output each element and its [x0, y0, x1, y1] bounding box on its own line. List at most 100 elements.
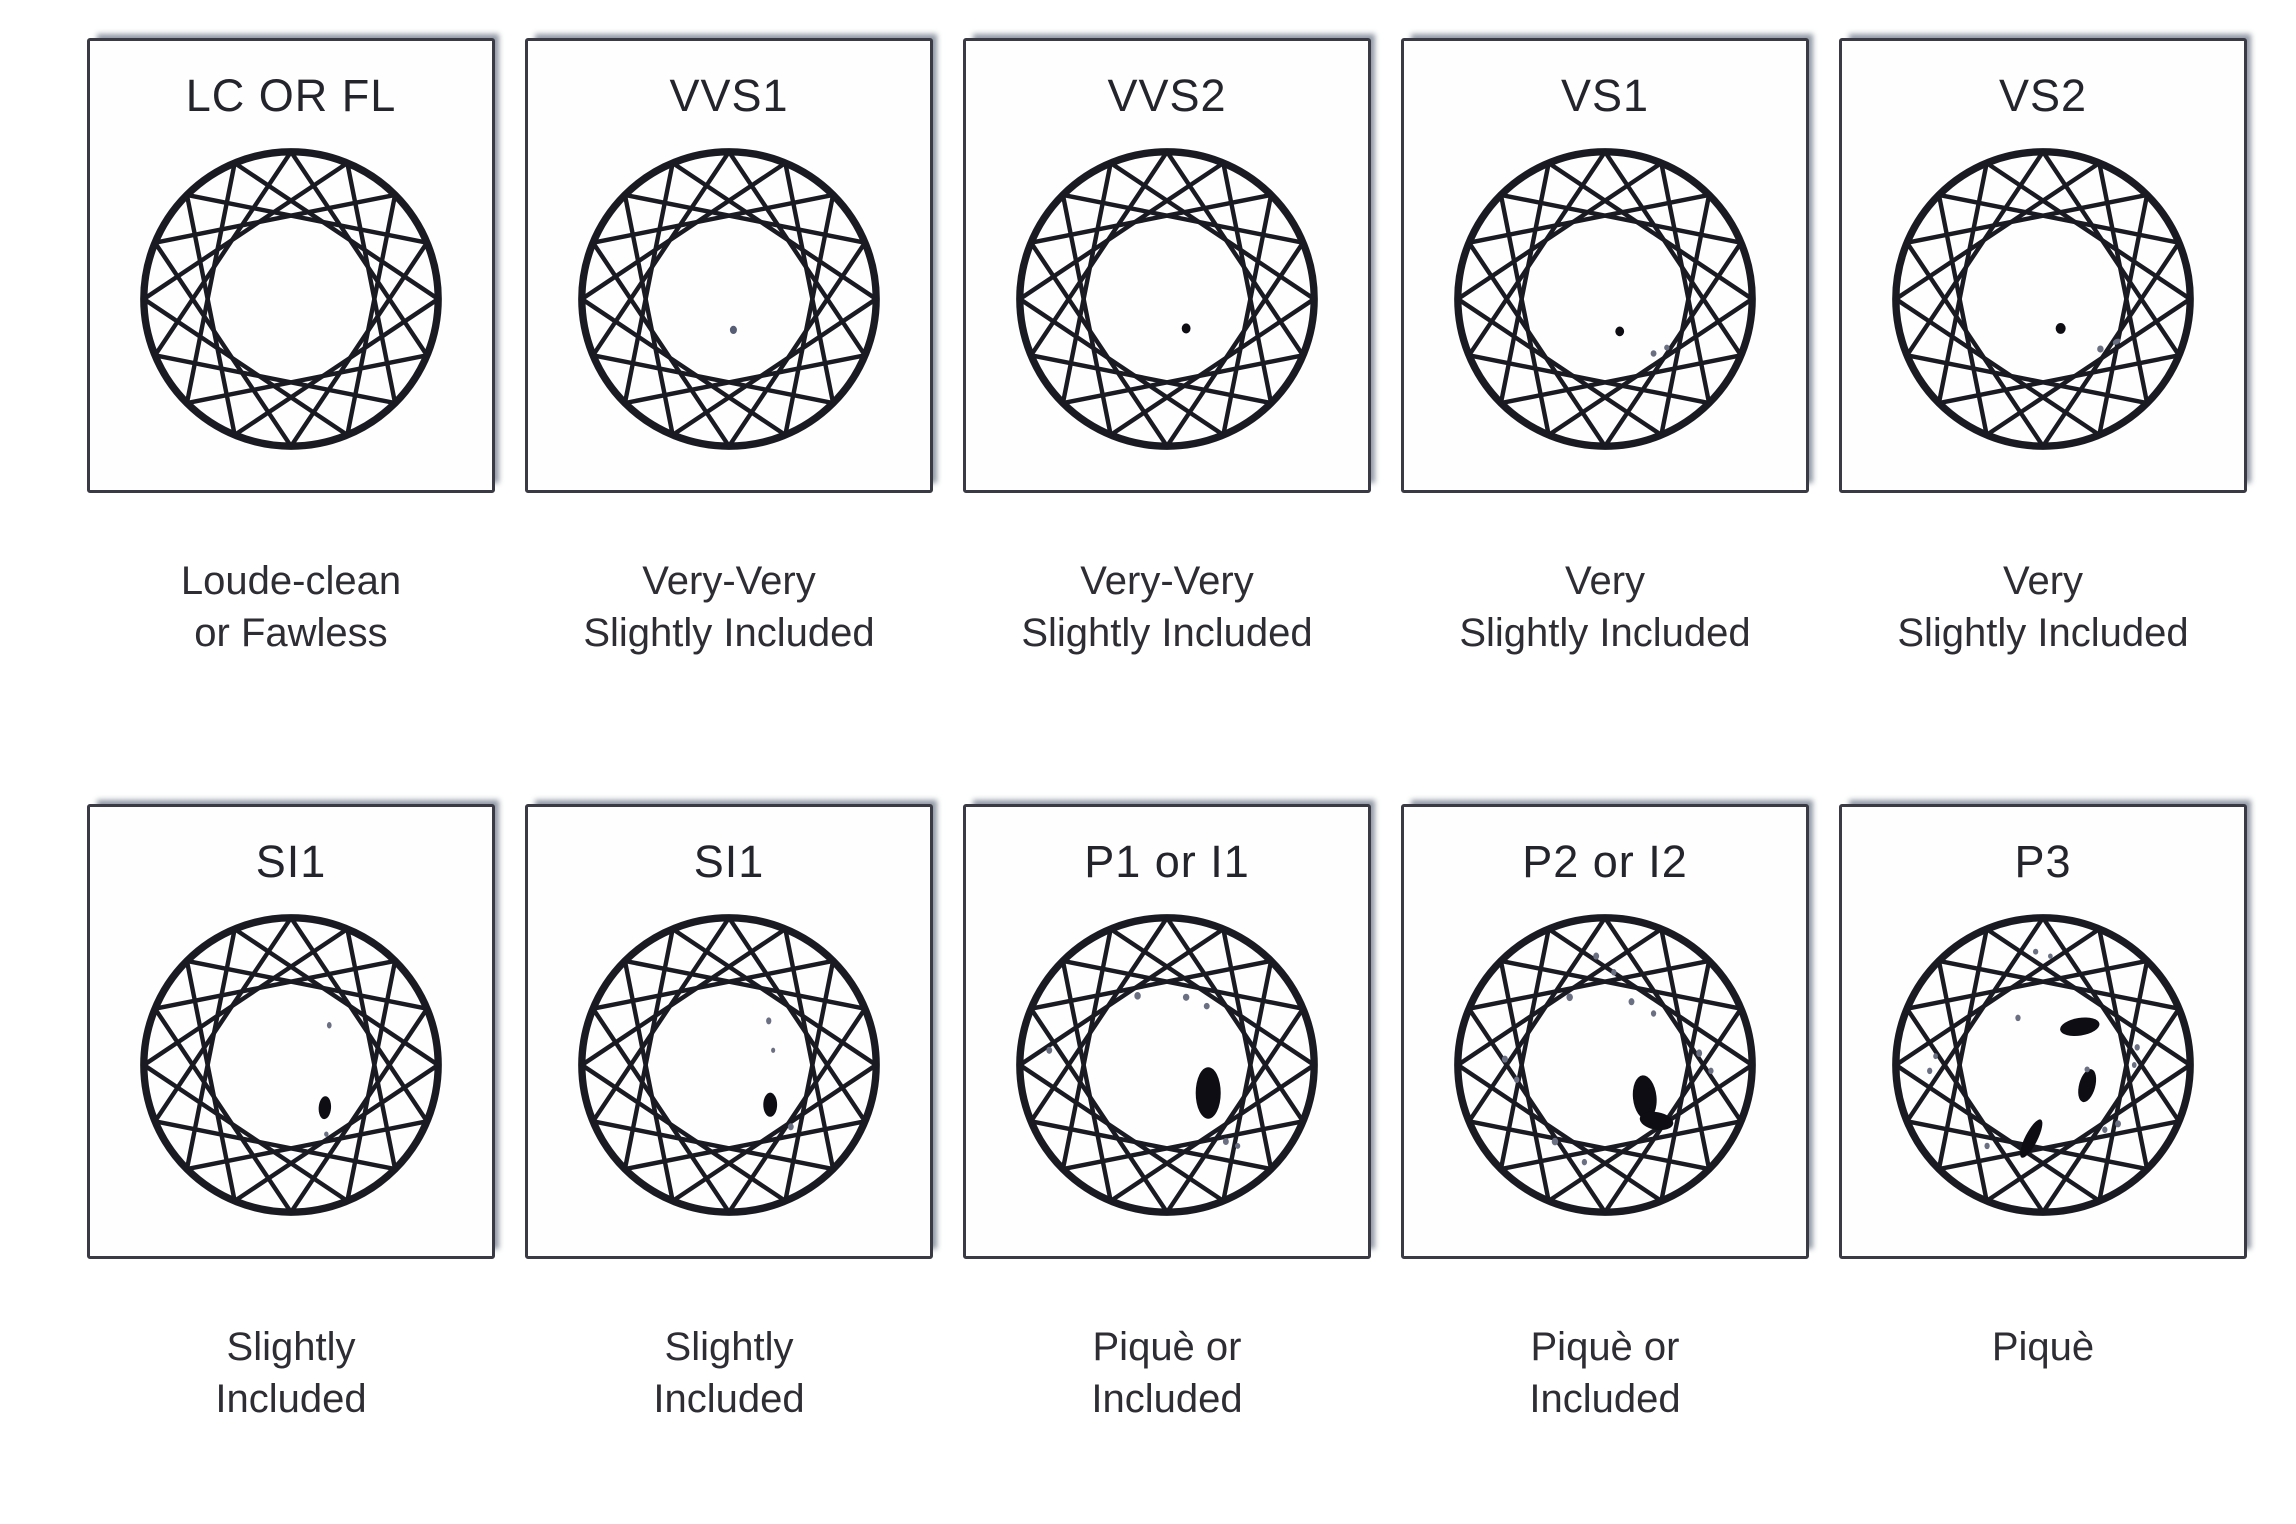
inclusions [1615, 326, 1670, 357]
grade-card: SI1 [87, 804, 495, 1259]
grade-description-line: Slightly Included [583, 611, 875, 655]
facet-lines [141, 915, 441, 1215]
facet-lines [1017, 915, 1317, 1215]
inclusions [1501, 952, 1714, 1166]
inclusion-mark [1615, 326, 1625, 337]
inclusion-mark [1046, 1046, 1053, 1054]
inclusion-mark [2115, 1120, 2121, 1128]
inclusions [2055, 322, 2121, 353]
inclusion-mark [2032, 948, 2039, 955]
inclusion-mark [2020, 1119, 2043, 1158]
inclusion-mark [2112, 338, 2121, 345]
facet-lines [579, 149, 879, 449]
inclusion-mark [1222, 1137, 1229, 1146]
inclusions [1046, 992, 1241, 1149]
grade-card: P1 or I1 [963, 804, 1371, 1259]
grade-card: P3 [1839, 804, 2247, 1259]
inclusion-mark [2048, 953, 2053, 959]
diamond-diagram [1454, 914, 1756, 1216]
inclusion-mark [1650, 1010, 1657, 1017]
inclusion-mark [2134, 1044, 2140, 1051]
inclusion-mark [1551, 1137, 1559, 1146]
inclusion-mark [1581, 1158, 1588, 1166]
diamond-diagram [140, 914, 442, 1216]
grade-title: VVS2 [1107, 70, 1227, 121]
grade-title: VS2 [1998, 70, 2088, 121]
grade-description-line: Very-Very [1080, 559, 1254, 603]
inclusion-mark [771, 1047, 776, 1053]
inclusion-mark [2084, 1066, 2090, 1073]
inclusion-mark [729, 325, 737, 335]
diamond-diagram [578, 148, 880, 450]
grade-cell-10: P3 Piquè [1839, 804, 2247, 1425]
inclusion-mark [1708, 1067, 1714, 1075]
grade-description-line: Slightly Included [1459, 611, 1751, 655]
inclusions [318, 1022, 332, 1137]
grade-description-line: Piquè [1991, 1325, 2095, 1369]
grade-description-line: Included [653, 1377, 805, 1421]
grade-title: SI1 [255, 836, 327, 887]
grade-card: VVS1 [525, 38, 933, 493]
grade-card: SI1 [525, 804, 933, 1259]
inclusion-mark [1611, 969, 1617, 976]
grade-description: Piquè [1839, 1321, 2247, 1373]
inclusion-mark [2131, 1062, 2137, 1068]
inclusion-mark [1514, 1076, 1520, 1083]
diamond-diagram [140, 148, 442, 450]
inclusion-mark [1134, 992, 1141, 1000]
grade-description-line: or Fawless [194, 611, 388, 655]
diamond-diagram [1454, 148, 1756, 450]
inclusion-mark [1664, 344, 1670, 351]
inclusion-mark [318, 1096, 332, 1120]
inclusion-mark [763, 1092, 778, 1117]
inclusion-mark [1195, 1067, 1221, 1119]
grade-title: SI1 [693, 836, 765, 887]
inclusion-mark [766, 1017, 772, 1025]
grade-description-line: Slightly Included [1897, 611, 2189, 655]
inclusion-mark [1984, 1142, 1990, 1150]
grade-description-line: Slightly Included [1021, 611, 1313, 655]
inclusion-mark [1650, 350, 1657, 357]
inclusion-mark [1632, 1075, 1657, 1120]
grade-card: VS2 [1839, 38, 2247, 493]
inclusion-mark [326, 1022, 332, 1029]
facet-lines [1455, 149, 1755, 449]
facet-lines [1893, 149, 2193, 449]
facet-lines [579, 915, 879, 1215]
inclusion-mark [1628, 998, 1635, 1006]
inclusions [1181, 323, 1191, 334]
grade-description-line: Piquè or [1092, 1325, 1242, 1369]
grade-description-line: Included [215, 1377, 367, 1421]
facet-lines [1455, 915, 1755, 1215]
diamond-diagram [1892, 148, 2194, 450]
inclusion-mark [1933, 1053, 1938, 1060]
grade-title: VVS1 [669, 70, 789, 121]
diamond-diagram [578, 914, 880, 1216]
grade-title: VS1 [1560, 70, 1650, 121]
inclusions [1927, 948, 2140, 1158]
grade-description-line: Piquè or [1530, 1325, 1680, 1369]
grade-description-line: Very [2002, 559, 2084, 603]
diamond-diagram [1016, 914, 1318, 1216]
inclusion-mark [2060, 1017, 2100, 1036]
inclusion-mark [324, 1131, 329, 1137]
grade-description-line: Slightly [226, 1325, 356, 1369]
grade-card: VVS2 [963, 38, 1371, 493]
grade-title: P2 or I2 [1522, 836, 1688, 887]
